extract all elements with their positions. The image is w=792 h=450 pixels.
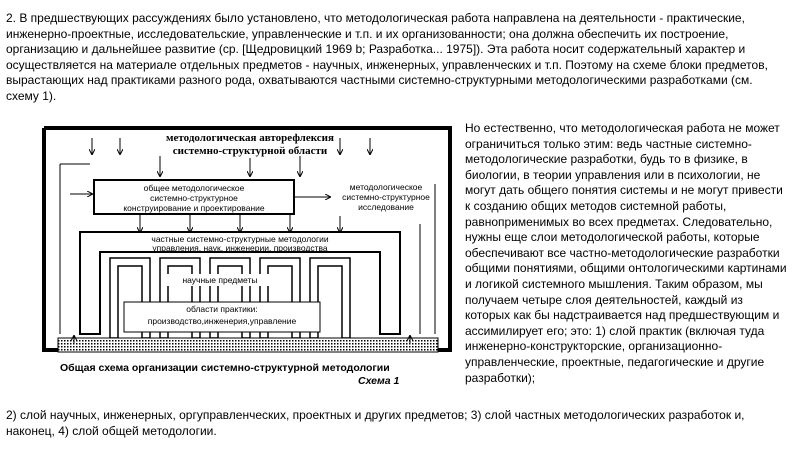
research-label-1: методологическое [350,182,423,192]
partial-methodologies-label-1: частные системно-структурные методологии [151,234,328,244]
partial-methodologies-frame [79,231,401,335]
reflection-label-2: системно-структурной области [173,145,328,157]
svg-text:конструирование и проектирован: конструирование и проектирование [123,203,265,213]
general-methodology-box [93,179,295,215]
partial-methodologies-label-2: управления, наук, инженерии, производств… [152,243,328,253]
research-label-3: исследование [358,202,414,212]
subjects-label: научные предметы [182,275,257,285]
research-label-2: системно-структурное [342,192,430,202]
svg-text:области практики:: области практики: [186,304,258,314]
practice-box [123,301,321,333]
scheme-caption: Схема 1 [358,375,400,387]
svg-text:системно-структурное: системно-структурное [150,193,238,203]
ground-base [57,337,439,353]
reflection-label-1: методологическая авторефлексия [166,132,334,144]
scheme-diagram: методологическая авторефлексия системно-… [42,126,452,387]
paragraph-intro: 2. В предшествующих рассуждениях было ус… [6,11,768,103]
svg-text:производство,инженерия,управле: производство,инженерия,управление [148,316,297,326]
paragraph-layers-continued: 2) слой научных, инженерных, оргуправлен… [6,408,745,438]
scheme-title: Общая схема организации системно-структу… [60,362,390,374]
paragraph-layers: Но естественно, что методологическая раб… [465,121,787,385]
svg-text:общее методологическое: общее методологическое [144,183,245,193]
outer-frame [44,126,452,352]
